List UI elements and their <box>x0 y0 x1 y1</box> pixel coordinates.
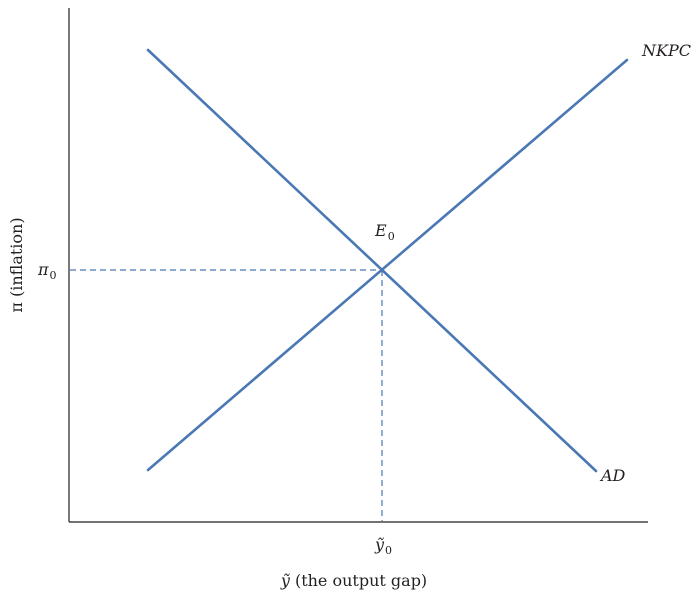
equilibrium-label: E0 <box>374 221 395 243</box>
ad-label: AD <box>599 466 626 485</box>
nkpc-label: NKPC <box>641 41 691 60</box>
y-axis-title: π (inflation) <box>7 217 26 312</box>
x-axis-title: ỹ (the output gap) <box>280 571 427 590</box>
ad-curve <box>146 48 598 473</box>
pi0-tick-label: π0 <box>37 260 57 282</box>
y0-tick-label: ỹ0 <box>374 535 392 557</box>
nkpc-curve <box>146 58 629 472</box>
